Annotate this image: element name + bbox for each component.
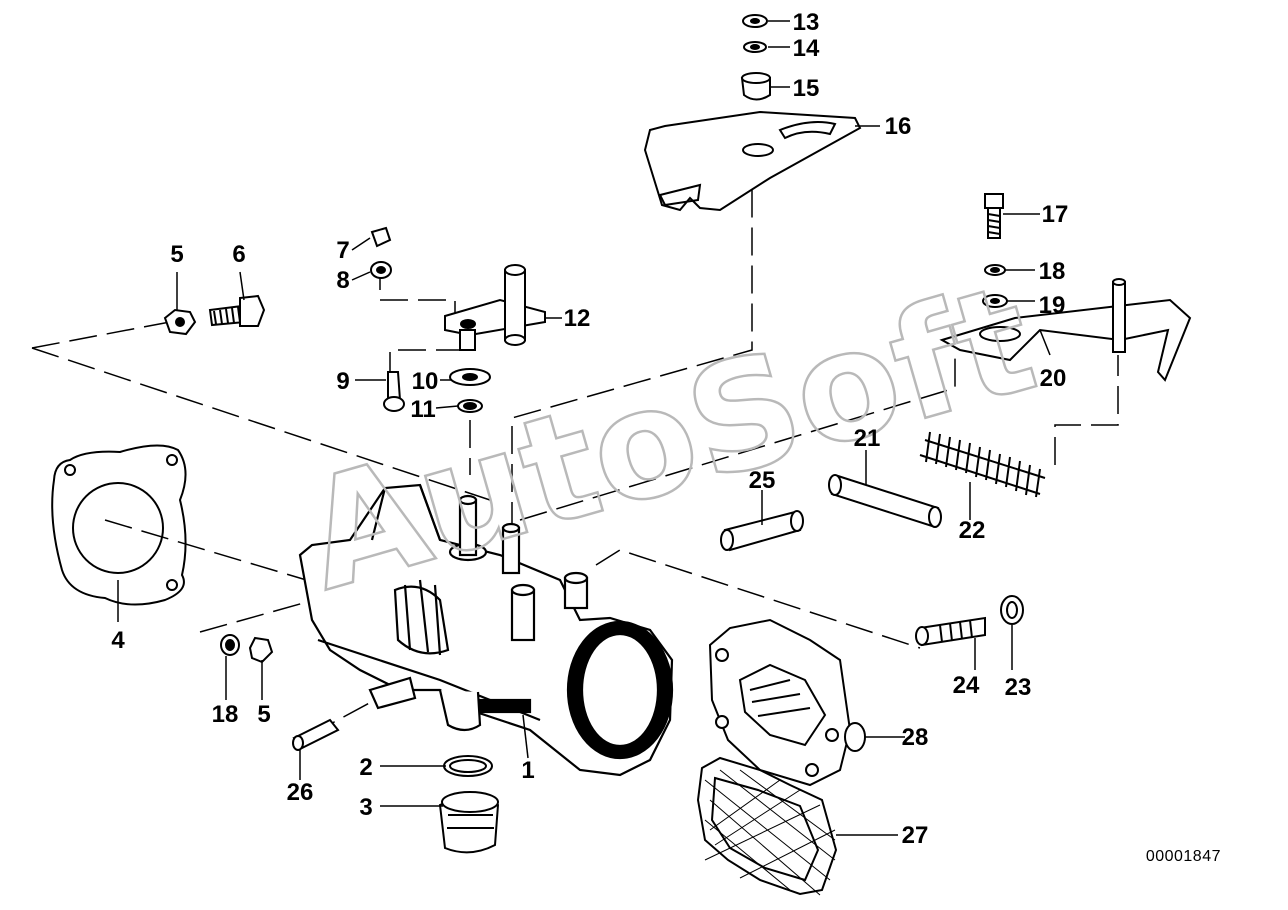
callout-5-top: 5 bbox=[170, 241, 183, 268]
callout-14: 14 bbox=[793, 35, 820, 62]
callout-labels: 1 2 3 4 5 5 6 7 8 9 10 11 12 13 14 15 16… bbox=[111, 9, 1068, 849]
callout-18-top: 18 bbox=[1039, 258, 1066, 285]
callout-6: 6 bbox=[232, 241, 245, 268]
assembly-lines bbox=[31, 165, 1119, 736]
callout-4: 4 bbox=[111, 627, 125, 654]
small-parts-left bbox=[163, 226, 546, 413]
callout-12: 12 bbox=[564, 305, 591, 332]
callout-26: 26 bbox=[287, 779, 314, 806]
gasket-part-4 bbox=[51, 444, 187, 606]
callout-1: 1 bbox=[521, 757, 534, 784]
small-parts-top bbox=[643, 14, 862, 212]
callout-7: 7 bbox=[336, 237, 349, 264]
callout-9: 9 bbox=[336, 368, 349, 395]
callout-11: 11 bbox=[410, 396, 435, 423]
callout-18-bottom: 18 bbox=[212, 701, 239, 728]
callout-16: 16 bbox=[885, 113, 912, 140]
callout-8: 8 bbox=[336, 267, 349, 294]
cover-part-28 bbox=[708, 618, 866, 787]
callout-5-bottom: 5 bbox=[257, 701, 270, 728]
gasket-part-27 bbox=[696, 756, 838, 896]
callout-17: 17 bbox=[1042, 201, 1069, 228]
callout-24: 24 bbox=[953, 672, 980, 699]
callout-28: 28 bbox=[902, 724, 929, 751]
watermark-text: AutoSoft bbox=[287, 252, 1052, 625]
callout-19: 19 bbox=[1039, 292, 1066, 319]
small-parts-right bbox=[720, 193, 1192, 647]
callout-2: 2 bbox=[359, 754, 372, 781]
callout-22: 22 bbox=[959, 517, 986, 544]
callout-15: 15 bbox=[793, 75, 820, 102]
callout-10: 10 bbox=[412, 368, 439, 395]
leader-lines bbox=[117, 20, 1051, 836]
callout-21: 21 bbox=[854, 425, 881, 452]
callout-25: 25 bbox=[749, 467, 776, 494]
document-number: 00001847 bbox=[1145, 848, 1221, 865]
callout-3: 3 bbox=[359, 794, 372, 821]
callout-20: 20 bbox=[1040, 365, 1067, 392]
callout-23: 23 bbox=[1005, 674, 1032, 701]
callout-27: 27 bbox=[902, 822, 929, 849]
housing-part-1 bbox=[298, 483, 674, 777]
spring-part-22 bbox=[919, 431, 1046, 498]
callout-13: 13 bbox=[793, 9, 820, 36]
small-parts-bottom bbox=[220, 634, 500, 854]
